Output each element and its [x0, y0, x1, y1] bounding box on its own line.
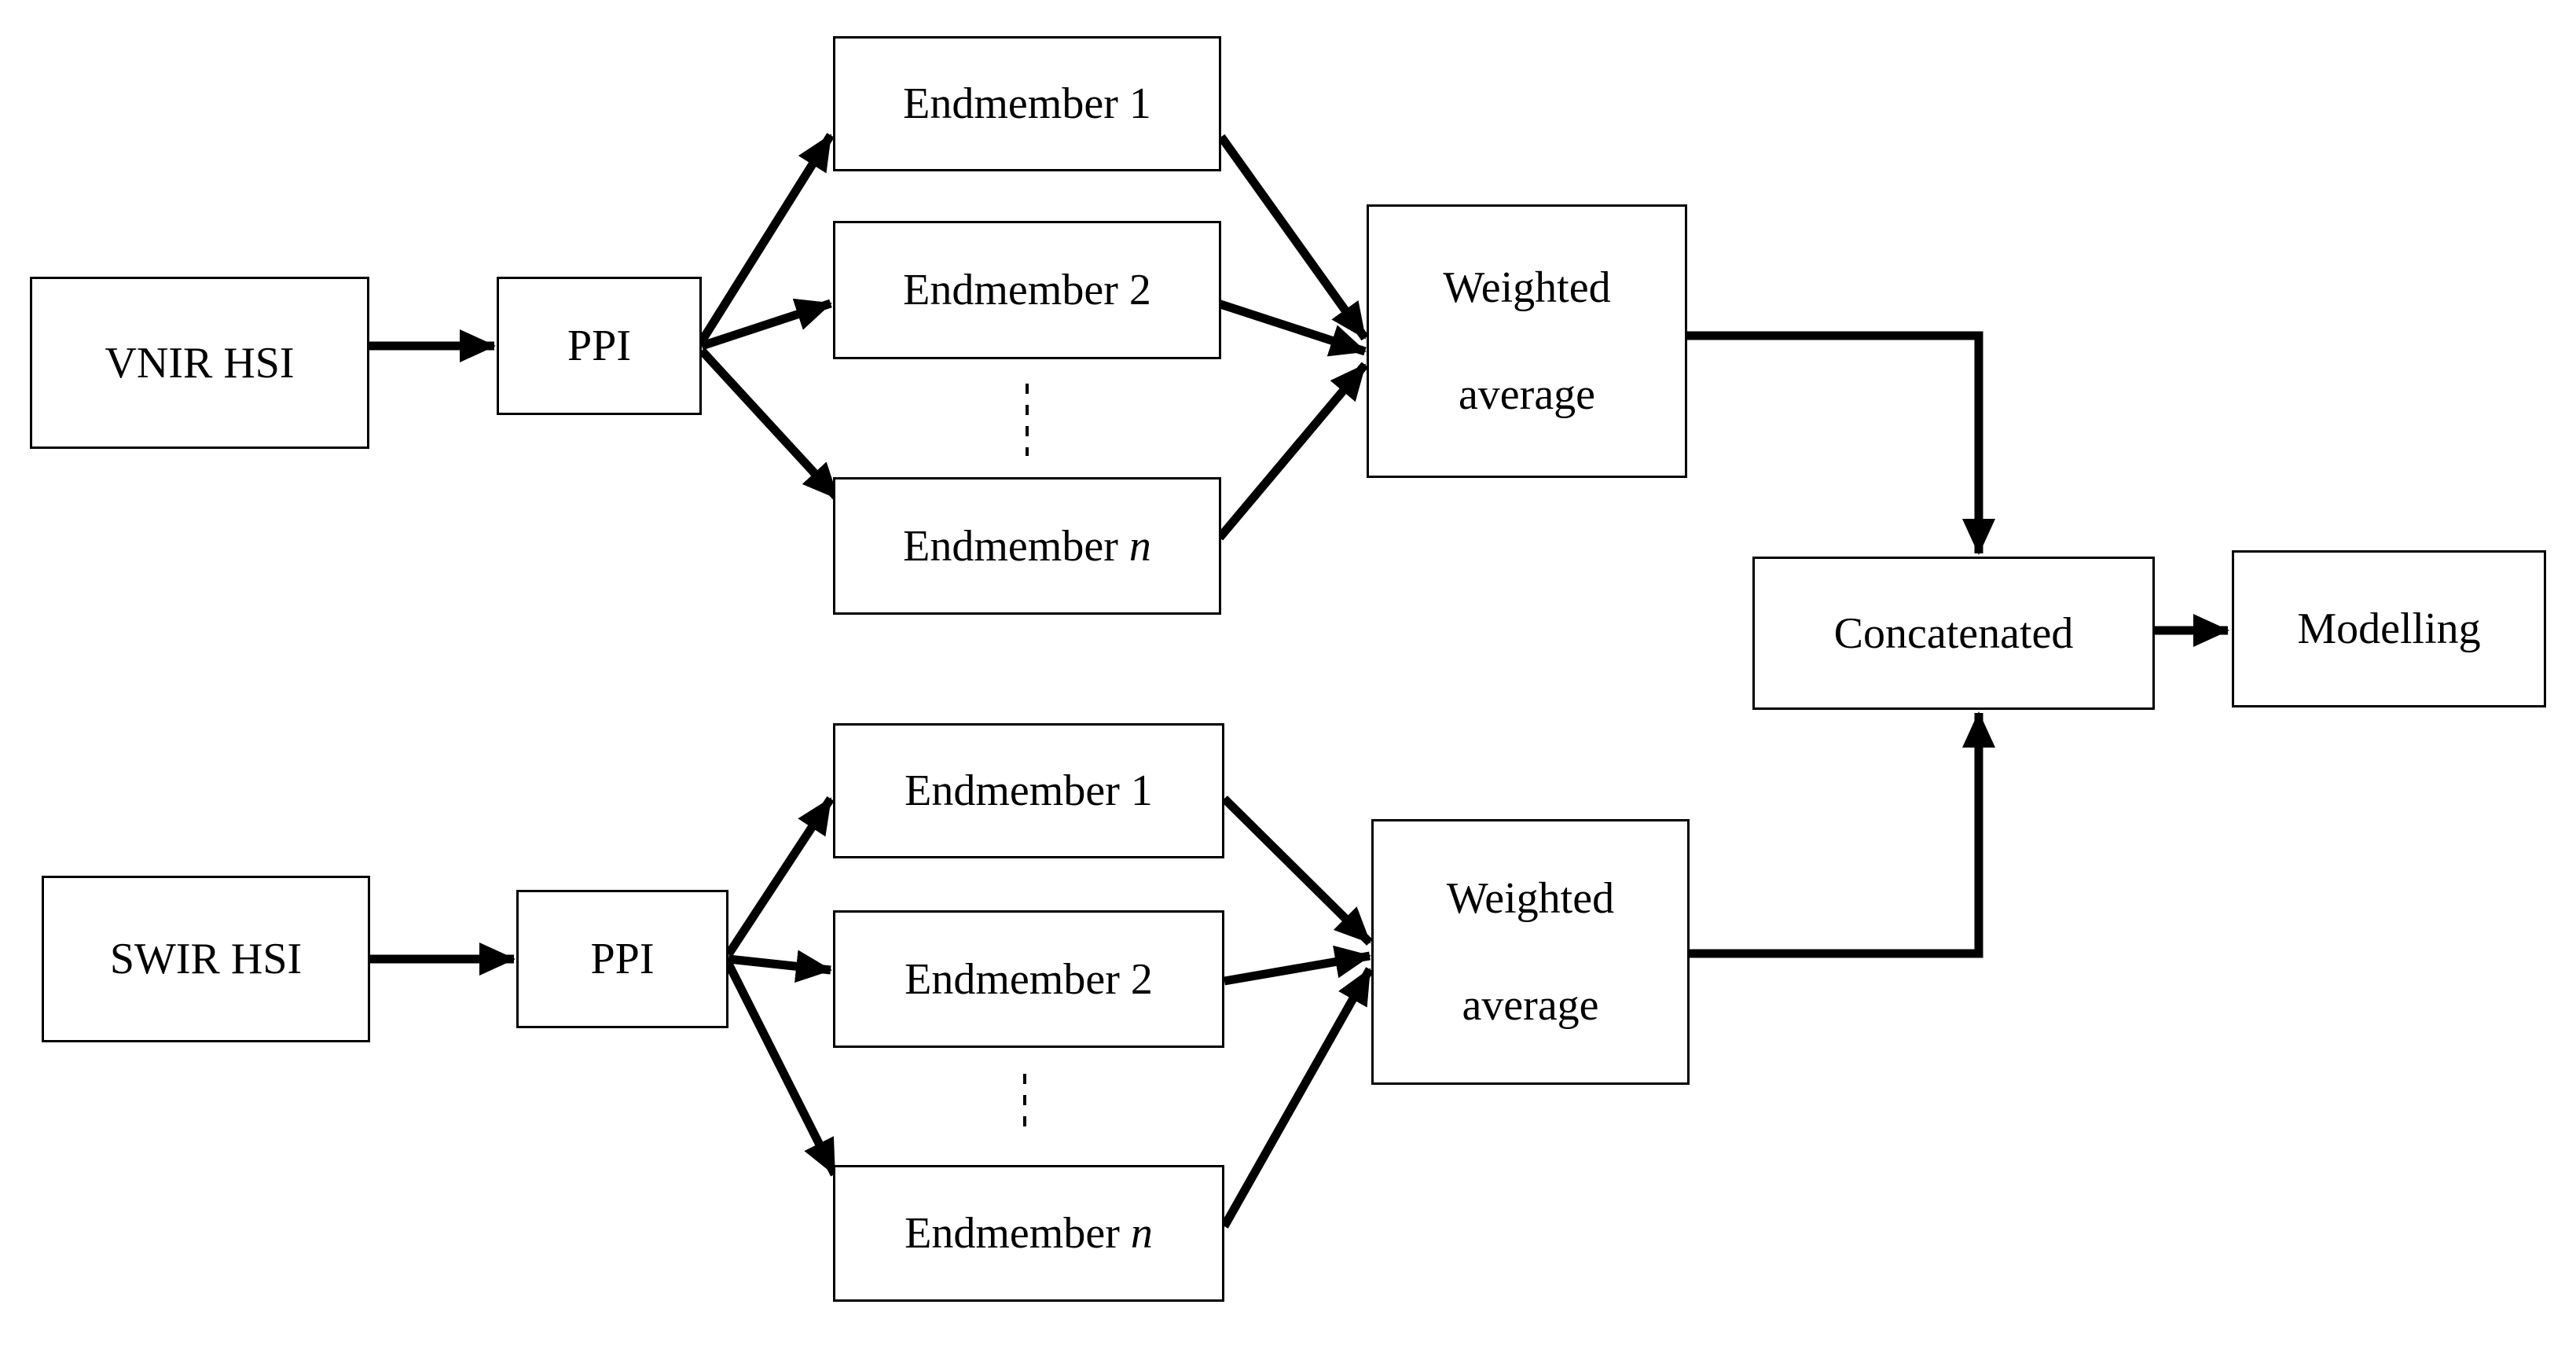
endmember-n-bottom-variable: n — [1130, 1209, 1153, 1258]
node-endmember-n-top: Endmember n — [833, 477, 1221, 615]
weighted-average-bottom-line2: average — [1462, 981, 1599, 1030]
node-ppi-bottom-label: PPI — [590, 935, 655, 983]
arrow-ppi-bottom-to-endmember-n — [725, 961, 838, 1177]
node-vnir-hsi: VNIR HSI — [30, 277, 369, 449]
node-swir-hsi: SWIR HSI — [42, 876, 370, 1042]
endmember-n-bottom-prefix: Endmember — [905, 1209, 1131, 1258]
weighted-average-bottom-line1: Weighted — [1446, 874, 1615, 923]
node-weighted-average-top: Weighted average — [1367, 204, 1687, 478]
node-concatenated-label: Concatenated — [1833, 608, 2074, 658]
arrow-weighted-average-bottom-to-concatenated — [1690, 711, 1995, 958]
arrow-endmember2-top-to-weighted-average — [1216, 299, 1367, 357]
arrow-endmember-n-bottom-to-weighted-average — [1220, 967, 1374, 1229]
arrow-ppi-bottom-to-endmember1 — [725, 796, 835, 957]
node-concatenated: Concatenated — [1752, 557, 2155, 710]
node-modelling: Modelling — [2232, 550, 2546, 707]
node-ppi-bottom: PPI — [516, 890, 728, 1028]
node-ppi-top: PPI — [497, 277, 702, 415]
arrow-endmember1-top-to-weighted-average — [1217, 134, 1369, 341]
arrow-ppi-top-to-endmember-n — [698, 347, 842, 502]
node-ppi-top-label: PPI — [567, 322, 631, 370]
node-swir-hsi-label: SWIR HSI — [109, 935, 303, 983]
arrow-endmember1-bottom-to-weighted-average — [1221, 796, 1373, 946]
endmember-n-top-prefix: Endmember — [903, 521, 1129, 571]
endmember-n-top-variable: n — [1128, 521, 1151, 571]
weighted-average-top-line2: average — [1458, 370, 1596, 419]
node-endmember-n-bottom-label: Endmember n — [905, 1211, 1153, 1255]
node-endmember1-top: Endmember 1 — [833, 36, 1221, 171]
node-endmember2-top: Endmember 2 — [833, 221, 1221, 359]
node-endmember1-top-label: Endmember 1 — [903, 79, 1151, 128]
arrow-ppi-top-to-endmember2 — [700, 298, 832, 351]
arrow-endmember2-bottom-to-weighted-average — [1224, 945, 1371, 986]
node-endmember1-bottom-label: Endmember 1 — [905, 766, 1153, 815]
weighted-average-top-line1: Weighted — [1443, 263, 1611, 312]
arrow-ppi-bottom-to-endmember2 — [728, 950, 832, 983]
node-endmember1-bottom: Endmember 1 — [833, 723, 1224, 858]
node-modelling-label: Modelling — [2297, 605, 2481, 653]
node-vnir-hsi-label: VNIR HSI — [105, 338, 295, 388]
node-endmember2-bottom-label: Endmember 2 — [905, 954, 1153, 1004]
arrow-weighted-average-top-to-concatenated — [1687, 331, 1995, 555]
node-endmember2-bottom: Endmember 2 — [833, 910, 1224, 1048]
node-endmember-n-bottom: Endmember n — [833, 1165, 1224, 1302]
arrow-endmember-n-top-to-weighted-average — [1216, 362, 1369, 541]
node-endmember-n-top-label: Endmember n — [903, 524, 1151, 568]
arrow-ppi-top-to-endmember1 — [698, 133, 835, 344]
node-weighted-average-bottom: Weighted average — [1371, 819, 1690, 1085]
node-endmember2-top-label: Endmember 2 — [903, 266, 1151, 314]
